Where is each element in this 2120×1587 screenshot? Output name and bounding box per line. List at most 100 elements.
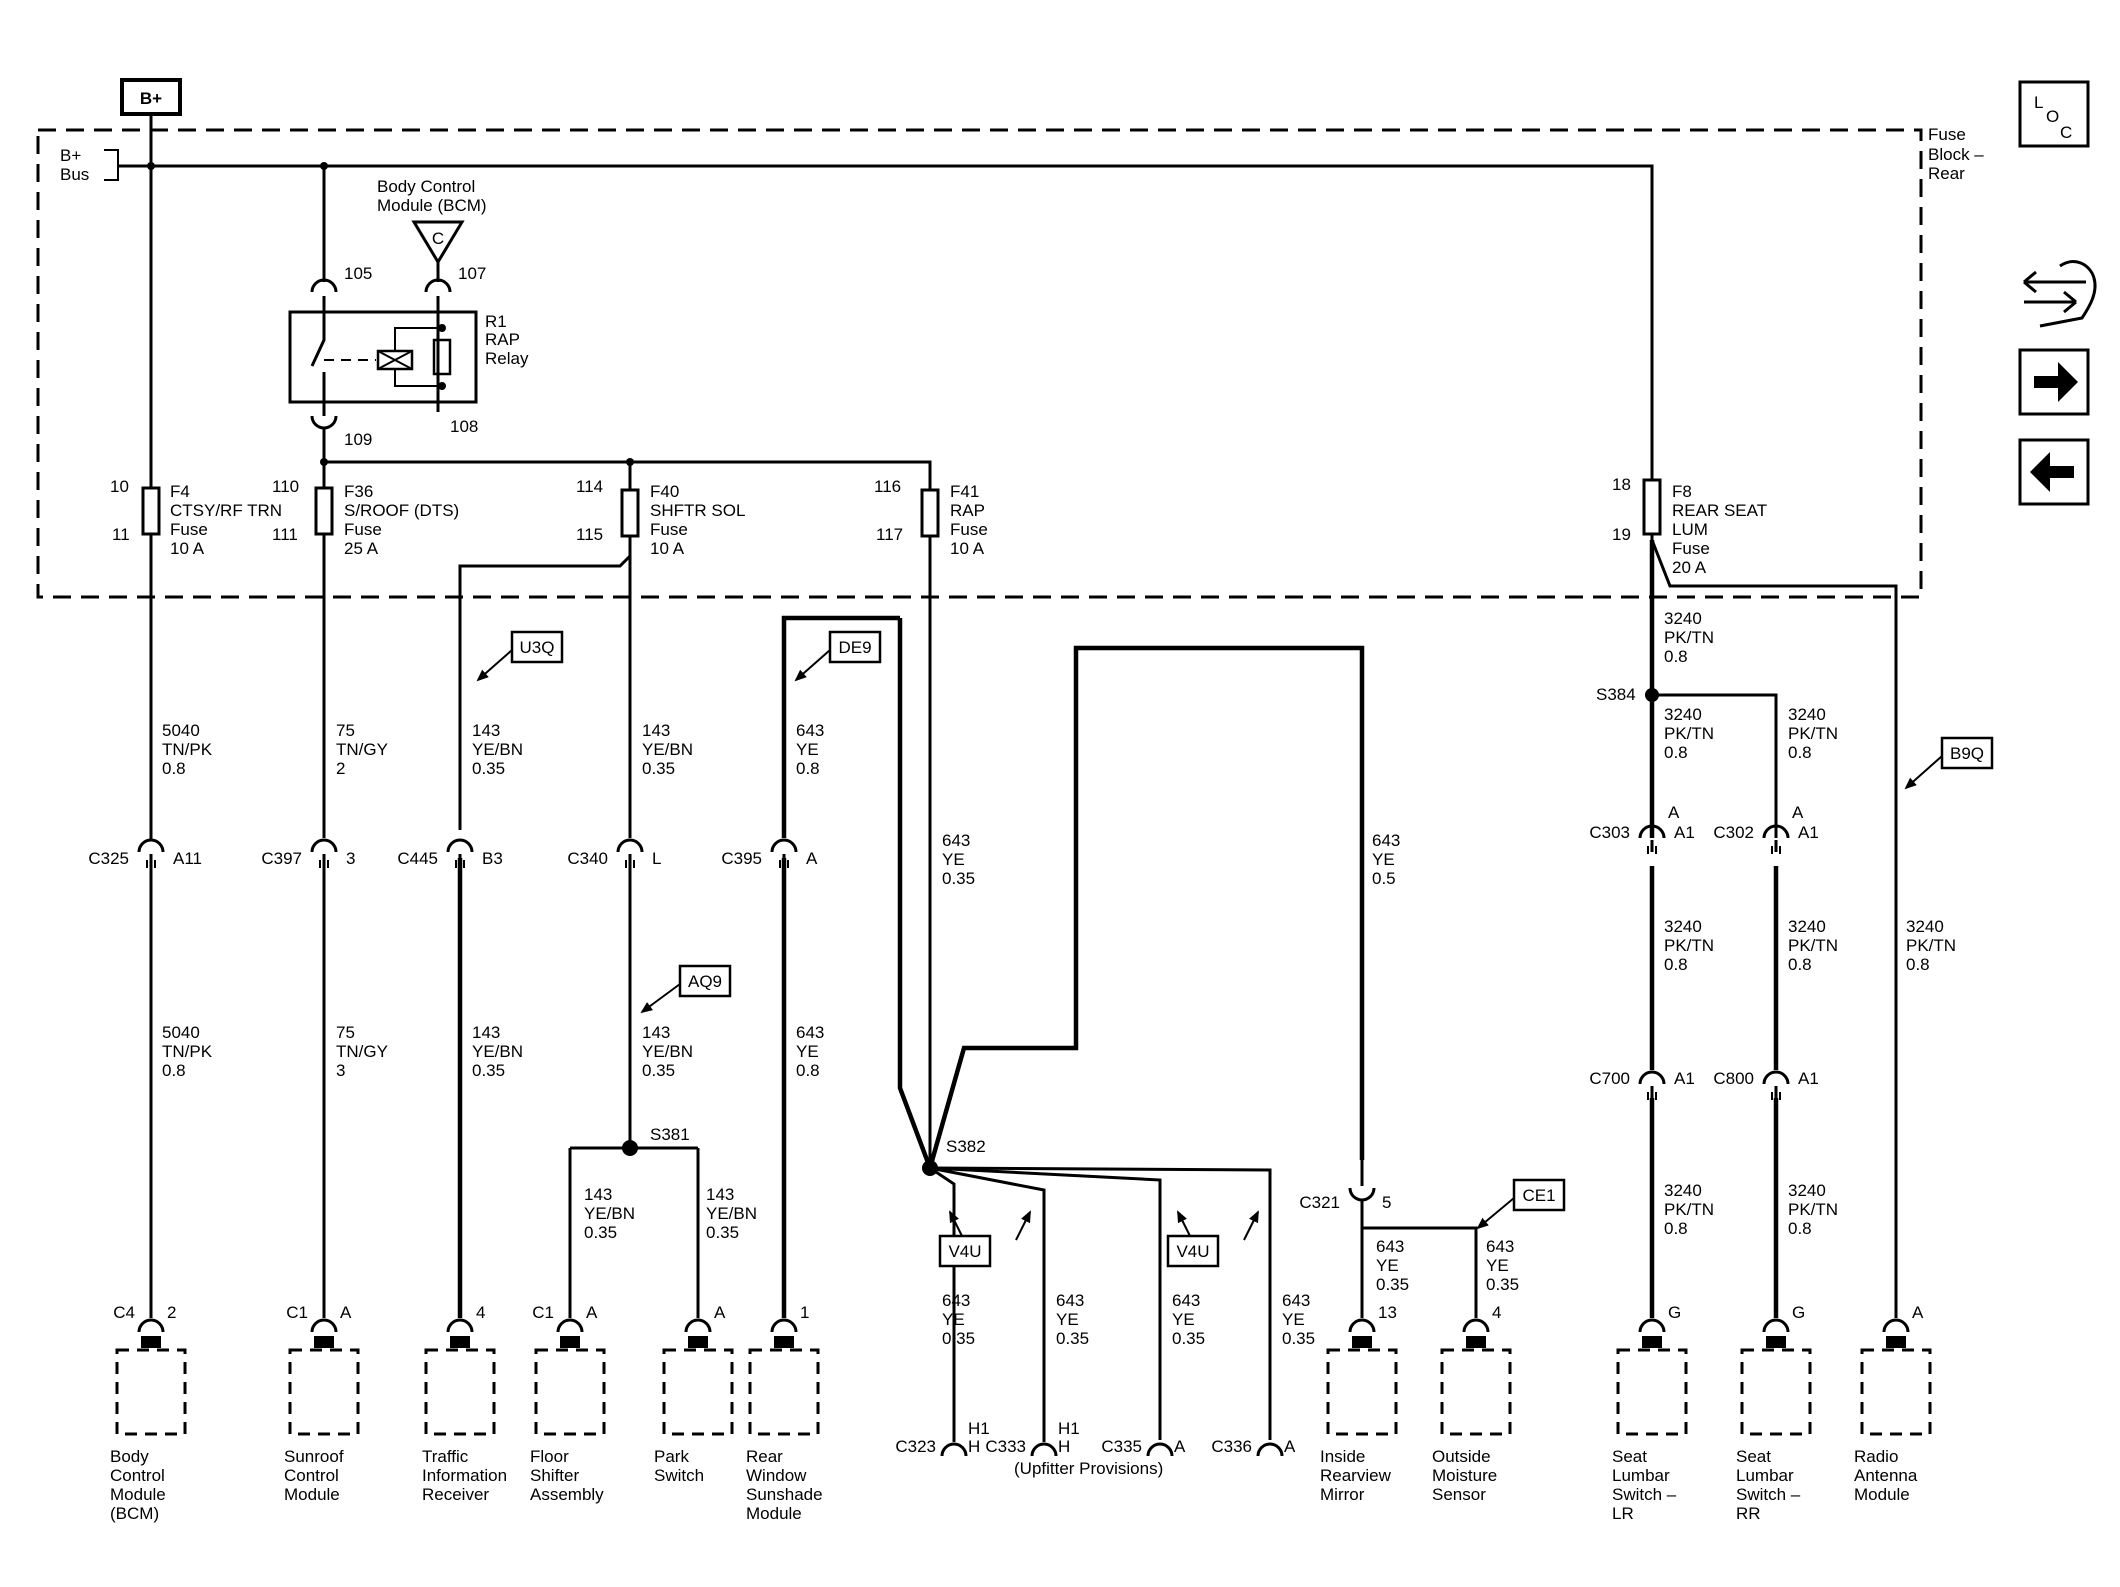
component-pin: 4 (476, 1303, 485, 1322)
relay-pin-105: 105 (344, 264, 372, 283)
bcm-input-letter: C (432, 229, 444, 248)
svg-text:Fuse: Fuse (1672, 539, 1710, 558)
svg-text:RAP: RAP (950, 501, 985, 520)
svg-text:F40: F40 (650, 482, 679, 501)
wire-label-line: PK/TN (1788, 936, 1838, 955)
upfitter-name: C323 (895, 1437, 936, 1456)
bcm-input-triangle (411, 220, 465, 265)
wire-label-line: 0.8 (796, 759, 820, 778)
wire-label-line: PK/TN (1906, 936, 1956, 955)
upfitter-pin-top: H1 (1058, 1419, 1080, 1438)
upfitter-pin: H (968, 1437, 980, 1456)
component-label: Moisture (1432, 1466, 1497, 1485)
fuse-f4: 10 11 F4 CTSY/RF TRN Fuse 10 A (110, 166, 282, 840)
option-code: V4U (1176, 1242, 1209, 1261)
svg-text:F36: F36 (344, 482, 373, 501)
component-label: Module (284, 1485, 340, 1504)
wire-label-line: PK/TN (1664, 628, 1714, 647)
connector-pin: A (806, 849, 818, 868)
component-connector: C1 (286, 1303, 308, 1322)
svg-text:Fuse: Fuse (170, 520, 208, 539)
fuse-f36: 110 111 F36 S/ROOF (DTS) Fuse 25 A (272, 462, 459, 838)
connector-pin: L (652, 849, 661, 868)
connector-pin: A1 (1674, 823, 1695, 842)
wire-label-line: 143 (642, 1023, 670, 1042)
wire-label-line: 3240 (1664, 917, 1702, 936)
component-label: Module (1854, 1485, 1910, 1504)
upfitter-pin: H (1058, 1437, 1070, 1456)
upfitter-pin: A (1284, 1437, 1296, 1456)
svg-text:Fuse: Fuse (950, 520, 988, 539)
component-label: Module (746, 1504, 802, 1523)
upfitter-name: C333 (985, 1437, 1026, 1456)
wire-label-line: 0.35 (472, 1061, 505, 1080)
wire-label-line: 75 (336, 721, 355, 740)
component-label: Switch – (1612, 1485, 1677, 1504)
wire-label-line: 643 (796, 721, 824, 740)
previous-page-arrow-icon[interactable] (2018, 438, 2090, 506)
component-pin: A (714, 1303, 726, 1322)
component-label: Sunroof (284, 1447, 344, 1466)
wire-label-line: 143 (642, 721, 670, 740)
option-box-aq9: AQ9 (640, 964, 732, 1014)
component-pin: 1 (800, 1303, 809, 1322)
component-pin: G (1792, 1303, 1805, 1322)
component-label: Shifter (530, 1466, 579, 1485)
component-label: Switch – (1736, 1485, 1801, 1504)
wire-label-line: 0.8 (1788, 1219, 1812, 1238)
component-label: Control (284, 1466, 339, 1485)
fuse-block-label-2: Block – (1928, 145, 1984, 164)
wire-label-line: YE/BN (706, 1204, 757, 1223)
svg-text:Fuse: Fuse (344, 520, 382, 539)
option-code: DE9 (838, 638, 871, 657)
wire-label-line: 5040 (162, 1023, 200, 1042)
wire-label-line: 643 (1282, 1291, 1310, 1310)
wire-label-line: 3240 (1788, 705, 1826, 724)
splice-s381: S381 (650, 1125, 690, 1144)
wire-label-line: PK/TN (1788, 1200, 1838, 1219)
wire-label-line: YE/BN (472, 740, 523, 759)
wire-label-line: PK/TN (1664, 936, 1714, 955)
option-code: AQ9 (688, 972, 722, 991)
upfitter-pin-top: H1 (968, 1419, 990, 1438)
connector-pin: B3 (482, 849, 503, 868)
splice-s384: S384 (1596, 685, 1636, 704)
fuse-block-label-3: Rear (1928, 164, 1965, 183)
wire-label-line: 643 (1172, 1291, 1200, 1310)
svg-text:O: O (2046, 107, 2059, 126)
schematic-swap-icon[interactable] (2023, 260, 2097, 328)
wire-label-line: 0.8 (1788, 955, 1812, 974)
splice-s382: S382 (946, 1137, 986, 1156)
svg-text:110: 110 (272, 477, 299, 496)
component-label: Radio (1854, 1447, 1898, 1466)
svg-text:25 A: 25 A (344, 539, 379, 558)
component-pin: A (340, 1303, 352, 1322)
next-page-arrow-icon[interactable] (2018, 348, 2090, 416)
wire-label-line: TN/GY (336, 1042, 388, 1061)
wire-label-line: 143 (472, 1023, 500, 1042)
wire-label-line: 3240 (1788, 917, 1826, 936)
upfitter-pin: A (1174, 1437, 1186, 1456)
wire-label-line: 0.8 (1788, 743, 1812, 762)
wire-label-line: 643 (796, 1023, 824, 1042)
wire-label-line: 0.35 (1486, 1275, 1519, 1294)
wire-label-line: 0.35 (642, 759, 675, 778)
connector-pin: A1 (1798, 1069, 1819, 1088)
